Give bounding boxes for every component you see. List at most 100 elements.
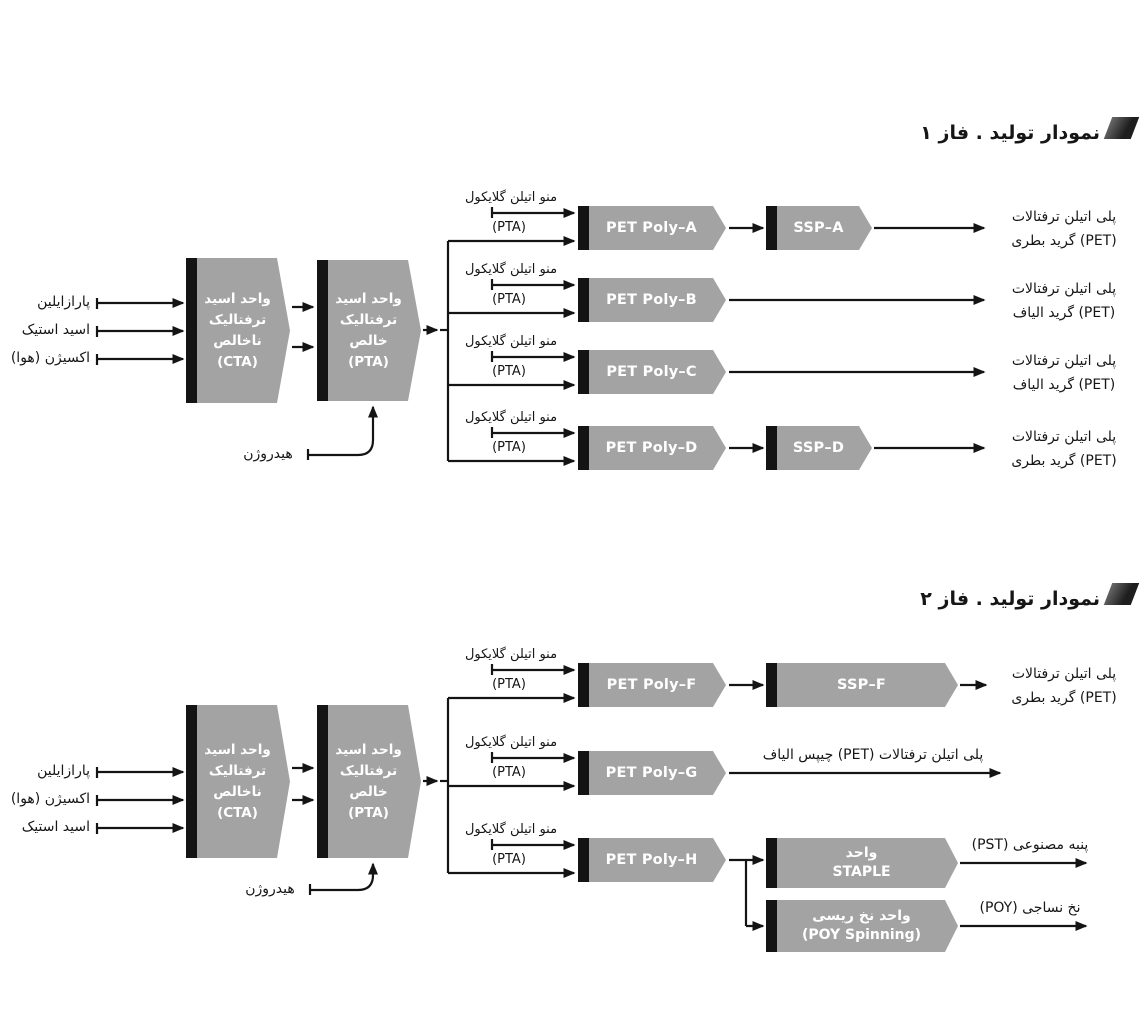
pta-feed-label: (PTA)	[492, 364, 526, 379]
output-line: پلی اتیلن ترفتالات	[1011, 353, 1117, 369]
phase1-pet-poly-c-box: PET Poly–C	[578, 350, 726, 394]
phase1-meg-arrows	[490, 207, 576, 438]
unit-text-line: ترفتالیک	[208, 311, 267, 328]
phase2-output-f-label: پلی اتیلن ترفتالات (PET) گرید بطری	[993, 662, 1135, 710]
phase1-title: نمودار تولید . فاز ۱	[920, 122, 1100, 144]
output-line: پلی اتیلن ترفتالات	[1011, 429, 1117, 445]
output-line: (PET) گرید بطری	[1011, 233, 1117, 249]
meg-input-label: منو اتیلن گلایکول	[464, 647, 558, 662]
phase1-pet-poly-b-box: PET Poly–B	[578, 278, 726, 322]
unit-text-line: واحد اسید	[204, 290, 271, 307]
unit-accent-bar	[186, 705, 197, 858]
unit-text-line: واحد اسید	[335, 741, 402, 758]
output-line: پلی اتیلن ترفتالات	[1011, 281, 1117, 297]
phase2-hydrogen-arrow	[308, 862, 378, 895]
phase2-pet-poly-g-box: PET Poly–G	[578, 751, 726, 795]
phase2-distribution-arrows	[423, 693, 576, 878]
phase2-input-label-acetic-acid: اسید استیک	[21, 819, 90, 835]
phase2-pet-poly-f-box: PET Poly–F	[578, 663, 726, 707]
unit-text-line: واحد نخ ریسی	[812, 908, 911, 924]
meg-input-label: منو اتیلن گلایکول	[464, 190, 558, 205]
phase2-poy-spinning-unit-body: واحد نخ ریسی (POY Spinning)	[777, 900, 958, 952]
phase1-cta-unit-box: واحد اسید ترفتالیک ناخالص (CTA)	[186, 258, 290, 403]
pta-feed-label: (PTA)	[492, 220, 526, 235]
phase1-cta-pta-arrows	[292, 302, 315, 352]
phase2-staple-unit-box: واحد STAPLE	[766, 838, 958, 888]
unit-accent-bar	[186, 258, 197, 403]
phase2-output-g-label: پلی اتیلن ترفتالات (PET) چیپس الیاف	[762, 747, 984, 763]
unit-accent-bar	[766, 838, 777, 888]
unit-text-line: ترفتالیک	[339, 762, 398, 779]
pta-feed-label: (PTA)	[492, 292, 526, 307]
phase1-cta-unit-body: واحد اسید ترفتالیک ناخالص (CTA)	[197, 258, 290, 403]
unit-text-line: (PTA)	[348, 353, 389, 370]
phase2-pta-unit-box: واحد اسید ترفتالیک خالص (PTA)	[317, 705, 421, 858]
phase2-input-label-oxygen: اکسیژن (هوا)	[10, 791, 90, 807]
pta-feed-label: (PTA)	[492, 852, 526, 867]
unit-accent-bar	[317, 260, 328, 401]
unit-accent-bar	[578, 278, 589, 322]
phase2-cta-pta-arrows	[292, 763, 315, 805]
unit-accent-bar	[578, 751, 589, 795]
phase1-output-a-label: پلی اتیلن ترفتالات (PET) گرید بطری	[993, 205, 1135, 253]
unit-accent-bar	[766, 206, 777, 250]
unit-text-line: (CTA)	[217, 353, 258, 370]
phase2-output-arrows	[729, 680, 1088, 931]
unit-text-line: STAPLE	[832, 864, 891, 880]
unit-text-line: ترفتالیک	[339, 311, 398, 328]
phase1-ssp-d-box: SSP–D	[766, 426, 872, 470]
output-line: (PET) گرید بطری	[1011, 690, 1117, 706]
unit-text-line: خالص	[349, 783, 388, 800]
pta-feed-label: (PTA)	[492, 440, 526, 455]
phase1-input-label-oxygen: اکسیژن (هوا)	[10, 350, 90, 366]
unit-text-line: واحد اسید	[335, 290, 402, 307]
unit-text-line: واحد اسید	[204, 741, 271, 758]
unit-text-line: ناخالص	[213, 783, 262, 800]
phase2-meg-arrows	[490, 664, 576, 850]
output-line: پلی اتیلن ترفتالات	[1011, 666, 1117, 682]
phase2-output-staple-label: پنبه مصنوعی (PST)	[971, 837, 1089, 853]
phase1-output-d-label: پلی اتیلن ترفتالات (PET) گرید بطری	[993, 425, 1135, 473]
output-line: پلی اتیلن ترفتالات	[1011, 209, 1117, 225]
phase1-wires	[95, 207, 986, 466]
phase1-pta-unit-box: واحد اسید ترفتالیک خالص (PTA)	[317, 260, 421, 401]
phase2-output-poy-label: نخ نساجی (POY)	[979, 900, 1081, 916]
unit-accent-bar	[766, 900, 777, 952]
meg-input-label: منو اتیلن گلایکول	[464, 410, 558, 425]
unit-accent-bar	[578, 350, 589, 394]
phase2-wires	[95, 664, 1088, 931]
unit-label: SSP–D	[777, 426, 872, 470]
unit-text-line: (POY Spinning)	[801, 927, 922, 943]
output-line: (PET) گرید بطری	[1011, 453, 1117, 469]
unit-label: PET Poly–D	[589, 426, 726, 470]
meg-input-label: منو اتیلن گلایکول	[464, 735, 558, 750]
output-line: (PET) گرید الیاف	[1012, 305, 1116, 321]
meg-input-label: منو اتیلن گلایکول	[464, 334, 558, 349]
unit-text-line: ناخالص	[213, 332, 262, 349]
unit-label: PET Poly–B	[589, 278, 726, 322]
phase1-pet-poly-a-box: PET Poly–A	[578, 206, 726, 250]
meg-input-label: منو اتیلن گلایکول	[464, 262, 558, 277]
unit-text-line: واحد	[845, 845, 878, 861]
unit-label: PET Poly–H	[589, 838, 726, 882]
phase1-hydrogen-arrow	[306, 405, 378, 460]
phase1-input-label-paraxylene: پارازایلین	[37, 294, 90, 310]
phase2-title: نمودار تولید . فاز ۲	[920, 588, 1100, 610]
output-line: (PET) گرید الیاف	[1012, 377, 1116, 393]
phase1-output-b-label: پلی اتیلن ترفتالات (PET) گرید الیاف	[993, 277, 1135, 325]
phase2-input-arrows	[95, 767, 185, 834]
unit-accent-bar	[317, 705, 328, 858]
phase2-pet-poly-h-box: PET Poly–H	[578, 838, 726, 882]
unit-accent-bar	[766, 426, 777, 470]
unit-label: PET Poly–G	[589, 751, 726, 795]
unit-label: PET Poly–F	[589, 663, 726, 707]
pta-feed-label: (PTA)	[492, 765, 526, 780]
phase1-input-arrows	[95, 298, 185, 365]
unit-label: PET Poly–C	[589, 350, 726, 394]
phase2-input-label-paraxylene: پارازایلین	[37, 763, 90, 779]
phase2-hydrogen-label: هیدروژن	[245, 881, 295, 897]
phase1-output-arrows	[729, 223, 986, 453]
phase1-output-c-label: پلی اتیلن ترفتالات (PET) گرید الیاف	[993, 349, 1135, 397]
